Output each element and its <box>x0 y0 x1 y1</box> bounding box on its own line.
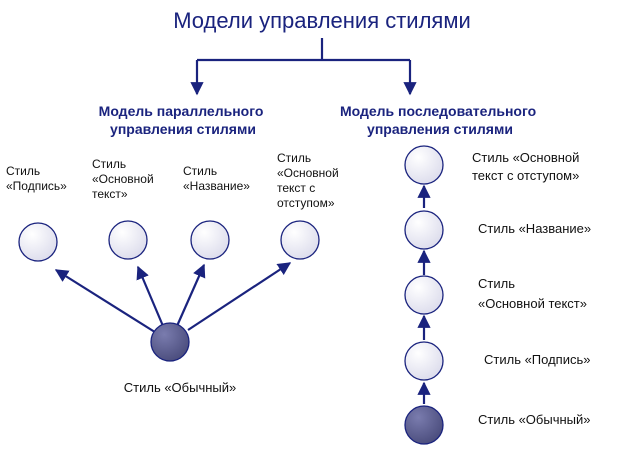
sequential-heading-line: Модель последовательного <box>340 103 536 119</box>
parallel-edges <box>54 262 292 335</box>
label-seq-obychny: Стиль «Обычный» <box>478 412 591 427</box>
label-line: Стиль «Название» <box>478 221 591 236</box>
node-nazvanie <box>190 220 230 260</box>
label-seq-podpis: Стиль «Подпись» <box>484 352 590 367</box>
node-podpis <box>18 222 58 262</box>
node-osnovnoy-tekst <box>108 220 148 260</box>
node-obychny-parallel <box>150 322 190 362</box>
edge-root-to-podpis <box>54 269 159 335</box>
sequential-heading-line: управления стилями <box>367 121 513 137</box>
label-line: текст с отступом» <box>472 168 579 183</box>
edge-root-to-osnovnoy-tekst <box>136 265 165 327</box>
node-seq-obychny <box>404 405 444 445</box>
sequential-heading: Модель последовательного управления стил… <box>340 103 540 137</box>
label-line: отступом» <box>277 196 335 210</box>
label-line: «Подпись» <box>6 179 67 193</box>
node-osnovnoy-tekst-s-otstupom <box>280 220 320 260</box>
label-seq-nazvanie: Стиль «Название» <box>478 221 591 236</box>
label-line: Стиль <box>478 276 515 291</box>
diagram-title: Модели управления стилями <box>173 8 471 33</box>
label-line: Стиль «Обычный» <box>478 412 591 427</box>
label-line: Стиль «Основной <box>472 150 579 165</box>
label-line: «Основной текст» <box>478 296 587 311</box>
title-bracket <box>190 38 417 96</box>
label-podpis: Стиль «Подпись» <box>6 164 67 193</box>
edge-root-to-nazvanie <box>175 263 206 327</box>
label-line: «Основной <box>277 166 339 180</box>
label-line: Стиль <box>183 164 217 178</box>
node-seq-nazvanie <box>404 210 444 250</box>
label-line: Стиль <box>6 164 40 178</box>
node-seq-podpis <box>404 341 444 381</box>
label-nazvanie: Стиль «Название» <box>183 164 250 193</box>
label-line: «Название» <box>183 179 250 193</box>
label-line: «Основной <box>92 172 154 186</box>
label-line: текст с <box>277 181 315 195</box>
label-osnovnoy-tekst: Стиль «Основной текст» <box>92 157 157 201</box>
label-line: текст» <box>92 187 128 201</box>
node-seq-osnovnoy-tekst-s-otstupom <box>404 145 444 185</box>
label-seq-osnovnoy-tekst: Стиль «Основной текст» <box>478 276 587 311</box>
label-line: Стиль <box>277 151 311 165</box>
label-line: Стиль «Подпись» <box>484 352 590 367</box>
parallel-heading: Модель параллельного управления стилями <box>99 103 268 137</box>
parallel-heading-line: Модель параллельного <box>99 103 264 119</box>
parallel-heading-line: управления стилями <box>110 121 256 137</box>
label-line: Стиль <box>92 157 126 171</box>
label-osnovnoy-tekst-s-otstupom: Стиль «Основной текст с отступом» <box>277 151 342 210</box>
edge-root-to-otstup <box>187 262 292 331</box>
label-obychny-parallel: Стиль «Обычный» <box>124 380 237 395</box>
node-seq-osnovnoy-tekst <box>404 275 444 315</box>
label-seq-osnovnoy-tekst-s-otstupom: Стиль «Основной текст с отступом» <box>472 150 583 183</box>
